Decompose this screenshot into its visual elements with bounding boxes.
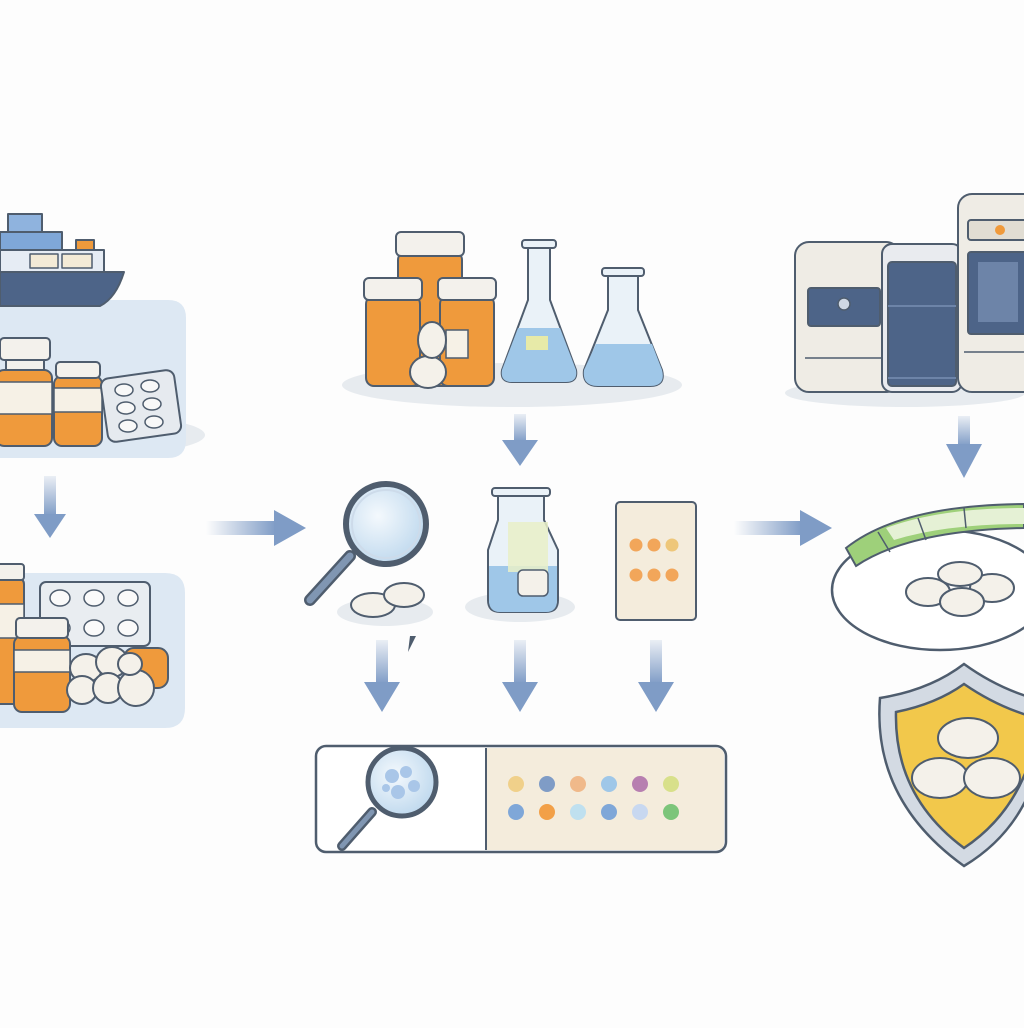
test-card-dots-dot — [629, 538, 643, 552]
pill-icon — [905, 561, 1015, 617]
test-card-dots-dot — [665, 538, 679, 552]
results-dots-dot — [570, 776, 586, 792]
erlenmeyer-flask-icon — [582, 267, 664, 387]
results-dots-dot — [632, 776, 648, 792]
cargo-ship-icon — [0, 213, 125, 307]
magnifier-icon — [304, 481, 429, 606]
pill-icon — [66, 646, 169, 707]
results-dots-dot — [508, 776, 524, 792]
flow-arrow-icon — [364, 640, 400, 712]
results-dots-dot — [539, 776, 555, 792]
pill-icon — [911, 717, 1021, 799]
results-dots-dot — [508, 804, 524, 820]
medicine-bottle-icon — [0, 563, 71, 713]
blister-pack-icon — [99, 369, 183, 443]
results-dots-dot — [663, 776, 679, 792]
test-card-dots-dot — [647, 568, 661, 582]
analyzer-machine-icon — [794, 193, 1024, 393]
erlenmeyer-flask-icon — [487, 487, 559, 613]
test-card-icon — [615, 501, 697, 621]
medicine-bottle-icon — [363, 231, 497, 387]
results-dots — [508, 776, 679, 820]
flow-arrow-icon — [734, 510, 832, 546]
flow-arrow-icon — [946, 416, 982, 478]
results-dots-dot — [632, 804, 648, 820]
test-card-dots-dot — [647, 538, 661, 552]
results-dots-dot — [539, 804, 555, 820]
flow-arrow-icon — [34, 476, 66, 538]
magnifier-icon — [337, 745, 439, 851]
results-dots-dot — [601, 804, 617, 820]
results-dots-dot — [570, 804, 586, 820]
flow-arrows — [34, 414, 982, 712]
medicine-bottle-icon — [0, 337, 103, 447]
flow-arrow-icon — [408, 636, 416, 652]
pill-icon — [350, 582, 425, 618]
flow-arrow-icon — [502, 414, 538, 466]
flow-arrow-icon — [502, 640, 538, 712]
test-card-dots — [629, 538, 679, 582]
results-dots-dot — [663, 804, 679, 820]
pill-icon — [409, 321, 447, 389]
erlenmeyer-flask-icon — [500, 239, 578, 383]
flow-arrow-icon — [206, 510, 306, 546]
test-card-dots-dot — [629, 568, 643, 582]
results-dots-dot — [601, 776, 617, 792]
flow-arrow-icon — [638, 640, 674, 712]
test-card-dots-dot — [665, 568, 679, 582]
